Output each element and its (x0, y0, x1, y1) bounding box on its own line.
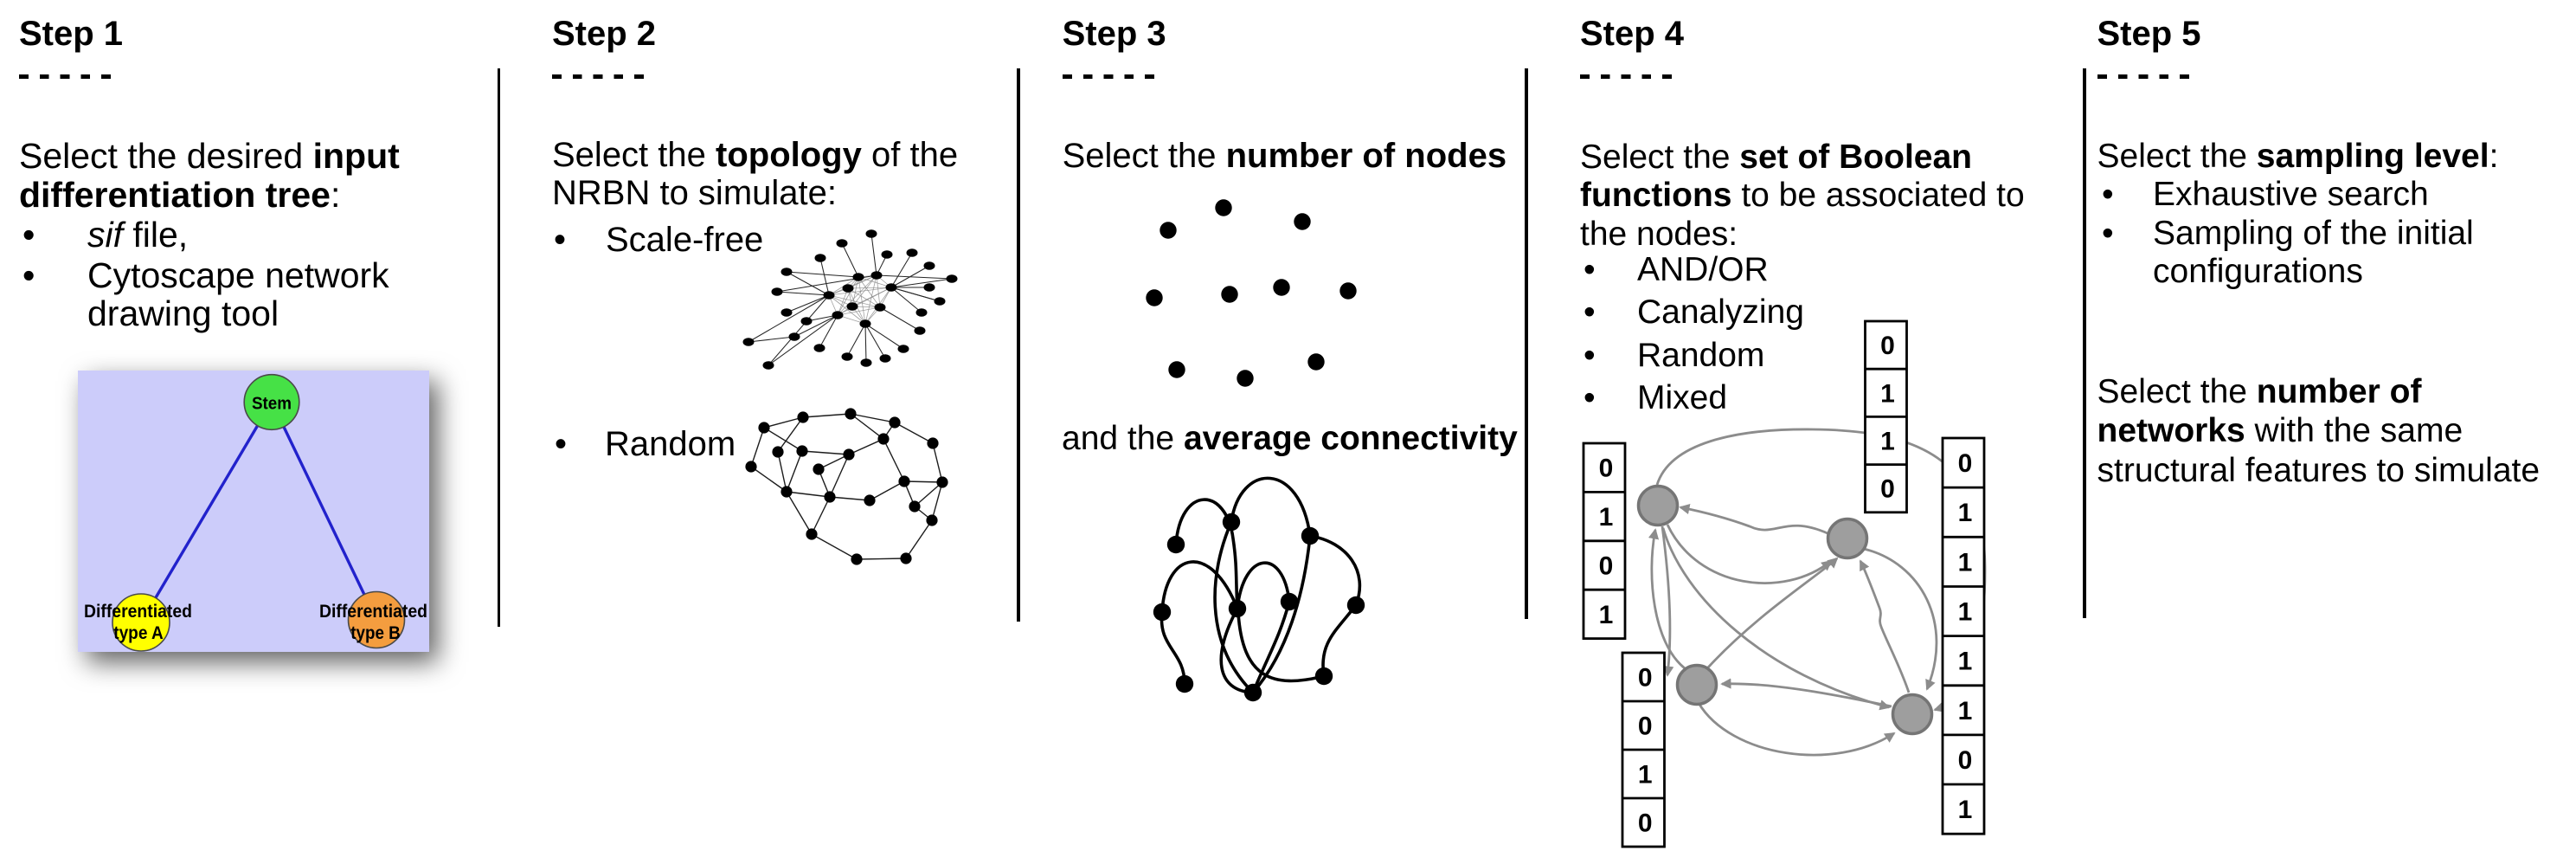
svg-text:1: 1 (1958, 697, 1973, 725)
svg-text:0: 0 (1599, 455, 1614, 483)
svg-text:1: 1 (1880, 379, 1895, 408)
svg-text:type A: type A (113, 623, 164, 643)
svg-text:0: 0 (1880, 332, 1895, 360)
svg-text:0: 0 (1638, 712, 1653, 741)
svg-text:0: 0 (1638, 809, 1653, 838)
svg-text:0: 0 (1880, 475, 1895, 504)
svg-text:1: 1 (1958, 648, 1973, 676)
svg-text:1: 1 (1599, 503, 1614, 532)
svg-text:type B: type B (350, 623, 401, 643)
svg-text:1: 1 (1880, 428, 1895, 456)
svg-text:1: 1 (1958, 796, 1973, 824)
svg-text:1: 1 (1958, 499, 1973, 527)
svg-text:Stem: Stem (252, 394, 292, 413)
svg-text:Differentiated: Differentiated (319, 602, 427, 622)
svg-text:1: 1 (1958, 598, 1973, 627)
svg-text:0: 0 (1638, 664, 1653, 693)
svg-text:0: 0 (1958, 746, 1973, 775)
svg-text:0: 0 (1599, 552, 1614, 581)
svg-text:1: 1 (1958, 548, 1973, 577)
svg-text:Differentiated: Differentiated (84, 602, 192, 622)
svg-text:1: 1 (1599, 601, 1614, 629)
svg-text:1: 1 (1638, 761, 1653, 790)
svg-text:0: 0 (1958, 449, 1973, 478)
